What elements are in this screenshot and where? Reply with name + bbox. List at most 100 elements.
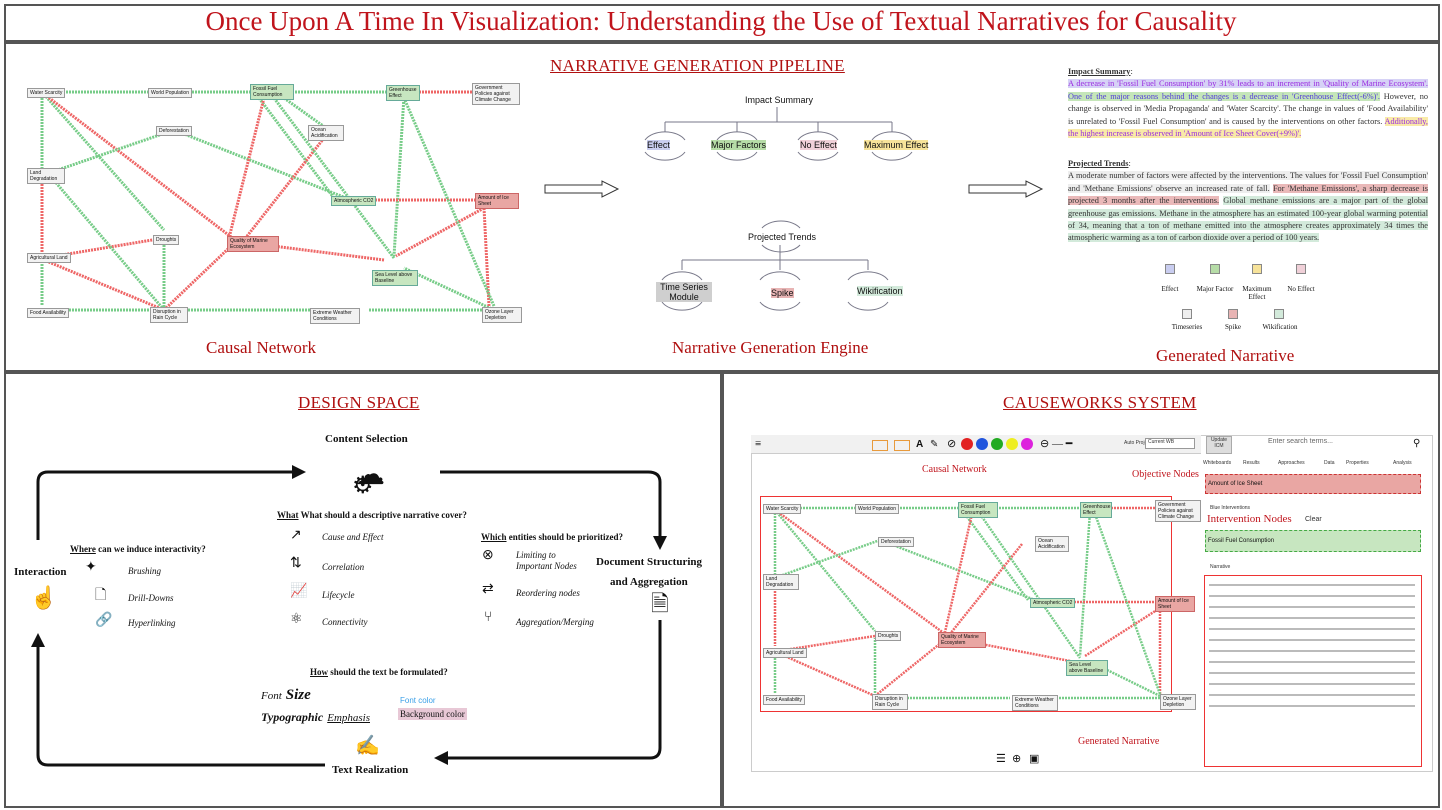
arrow-to-engine-icon [544, 180, 620, 198]
node-water-scarcity: Water Scarcity [27, 88, 66, 98]
stage-interaction: Interaction [14, 566, 67, 578]
stage-doc-structuring-2: and Aggregation [610, 576, 688, 588]
search-icon[interactable]: ⚲ [1413, 438, 1421, 449]
narrative-projected-trends: Projected Trends: A moderate number of f… [1068, 159, 1428, 243]
tree-child-wikification: Wikification [857, 286, 903, 296]
intervention-node-fossil-fuel[interactable]: Fossil Fuel Consumption [1205, 530, 1421, 552]
node-fossil-fuel: Fossil Fuel Consumption [250, 84, 294, 100]
question-where: Where can we induce interactivity? [70, 544, 206, 554]
hyperlink-icon: 🔗 [95, 613, 113, 628]
stage-doc-structuring-1: Document Structuring [596, 556, 703, 568]
app-node-marine-ecosystem[interactable]: Quality of Marine Ecosystem [938, 632, 986, 648]
app-node-rain-cycle[interactable]: Disruption in Rain Cycle [872, 694, 908, 710]
font-color-example: Font color [400, 696, 436, 705]
app-node-land-degradation[interactable]: Land Degradation [763, 574, 799, 590]
objective-node-ice-sheet[interactable]: Amount of Ice Sheet [1205, 474, 1421, 494]
caption-generated-narrative: Generated Narrative [1156, 346, 1295, 365]
blue-interventions-label[interactable]: Blue Interventions [1210, 505, 1251, 511]
thinking-head-icon: ☁ [355, 458, 385, 491]
legend-swatch-no-effect [1296, 264, 1306, 274]
emphasis-word: Emphasis [327, 712, 370, 724]
app-node-ozone-layer[interactable]: Ozone Layer Depletion [1160, 694, 1196, 710]
narrative-line-3 [1209, 606, 1415, 608]
where-item-hyperlinking: Hyperlinking [128, 618, 176, 628]
search-input[interactable]: Enter search terms... [1268, 438, 1333, 445]
question-what-keyword: What [277, 510, 299, 520]
no-color-icon[interactable]: ⊘ [947, 438, 957, 450]
narrative-line-9 [1209, 672, 1415, 674]
gears-head-icon: ⚙ [352, 473, 374, 499]
app-node-fossil-fuel[interactable]: Fossil Fuel Consumption [958, 502, 998, 518]
color-blue [976, 438, 988, 450]
image-icon[interactable]: ▣ [1029, 753, 1040, 765]
causeworks-panel [722, 372, 1440, 808]
node-food-availability: Food Availability [27, 308, 70, 318]
toolbar-rect-tool-1[interactable] [872, 440, 888, 451]
update-icm-button[interactable]: Update ICM [1206, 436, 1232, 454]
question-what-text: What should a descriptive narrative cove… [300, 510, 467, 520]
app-node-ocean-acidification[interactable]: Ocean Acidification [1035, 536, 1069, 552]
tab-whiteboards[interactable]: Whiteboards [1203, 460, 1232, 466]
app-node-atmospheric-co2[interactable]: Atmospheric CO2 [1030, 598, 1076, 608]
connectivity-icon: ⚛ [290, 612, 303, 627]
tab-results[interactable]: Results [1243, 460, 1260, 466]
lifecycle-chart-icon: 📈 [290, 584, 308, 599]
menu-icon[interactable]: ≡ [755, 438, 762, 450]
pen-tool-icon[interactable]: ✎ [930, 439, 939, 450]
engine-trees [644, 107, 913, 311]
node-amount-ice-sheet: Amount of Ice Sheet [475, 193, 519, 209]
app-node-ice-sheet[interactable]: Amount of Ice Sheet [1155, 596, 1195, 612]
tab-data[interactable]: Data [1324, 460, 1335, 466]
node-government-policies: Government Policies against Climate Chan… [472, 83, 520, 105]
narrative-heading-2: Projected Trends [1068, 159, 1129, 168]
auto-project-label[interactable]: Auto Project [1124, 440, 1152, 446]
narrative-section-label[interactable]: Narrative [1210, 564, 1231, 570]
toolbar-rect-tool-2[interactable] [894, 440, 910, 451]
typographic-word: Typographic [261, 710, 324, 724]
font-word: Font [261, 690, 282, 702]
node-rain-cycle: Disruption in Rain Cycle [150, 307, 188, 323]
color-magenta [1021, 438, 1033, 450]
narrative-text-lines [1209, 580, 1415, 760]
narrative-box [1204, 575, 1422, 767]
app-node-agricultural-land[interactable]: Agricultural Land [763, 648, 807, 658]
app-node-deforestation[interactable]: Deforestation [878, 537, 914, 547]
tab-approaches[interactable]: Approaches [1278, 460, 1305, 466]
app-node-droughts[interactable]: Droughts [875, 631, 902, 641]
tree-root-projected-trends: Projected Trends [748, 232, 817, 242]
background-color-example: Background color [398, 708, 467, 720]
text-tool-icon[interactable]: A [916, 439, 924, 450]
color-palette[interactable] [960, 437, 1040, 451]
globe-icon[interactable]: ⊕ [1012, 753, 1022, 765]
filter-icon[interactable]: ☰ [996, 753, 1006, 765]
tab-properties[interactable]: Properties [1346, 460, 1369, 466]
node-extreme-weather: Extreme Weather Conditions [310, 308, 360, 324]
which-item-limiting: Limiting to Important Nodes [516, 550, 577, 571]
color-green [991, 438, 1003, 450]
current-wb-select[interactable]: Current WB [1145, 438, 1195, 449]
tree-child-maximum-effect: Maximum Effect [864, 140, 929, 150]
question-what: What What should a descriptive narrative… [277, 510, 467, 520]
node-land-degradation: Land Degradation [27, 168, 65, 184]
narrative-factor-sentence: One of the major reasons behind the chan… [1068, 91, 1380, 101]
annotation-generated-narrative: Generated Narrative [1078, 736, 1160, 747]
app-node-water-scarcity[interactable]: Water Scarcity [763, 504, 802, 514]
what-item-cause-effect: Cause and Effect [322, 532, 384, 542]
narrative-line-6 [1209, 639, 1415, 641]
annotation-objective-nodes: Objective Nodes [1132, 469, 1199, 480]
app-node-sea-level[interactable]: Sea Level above Baseline [1066, 660, 1108, 676]
node-world-population: World Population [148, 88, 192, 98]
narrative-line-7 [1209, 650, 1415, 652]
line-style-icon[interactable]: ⊖ — ━ [1040, 438, 1073, 450]
tree-child-spike: Spike [771, 288, 794, 298]
annotation-causal-network: Causal Network [922, 464, 987, 475]
app-node-greenhouse-effect[interactable]: Greenhouse Effect [1080, 502, 1112, 518]
clear-button[interactable]: Clear [1305, 516, 1322, 523]
app-node-food-availability[interactable]: Food Availability [763, 695, 806, 705]
legend-label-maximum-effect: Maximum Effect [1242, 285, 1272, 301]
app-node-world-population[interactable]: World Population [855, 504, 899, 514]
app-node-gov-policies[interactable]: Government Policies against Climate Chan… [1155, 500, 1201, 522]
app-node-extreme-weather[interactable]: Extreme Weather Conditions [1012, 695, 1058, 711]
node-atmospheric-co2: Atmospheric CO2 [331, 196, 377, 206]
tab-analysis[interactable]: Analysis [1393, 460, 1412, 466]
